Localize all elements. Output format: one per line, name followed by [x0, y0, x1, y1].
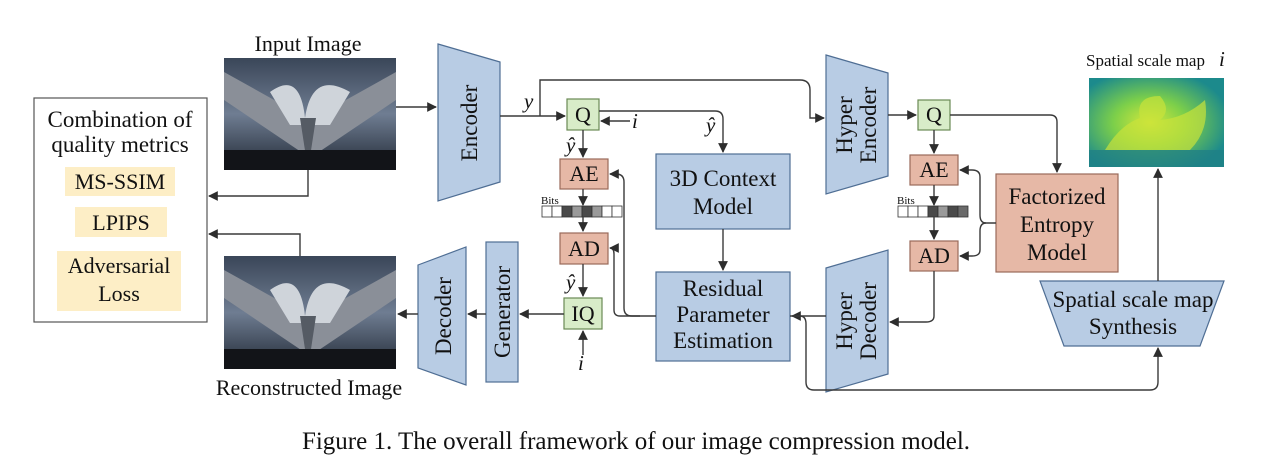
factorized-line3: Model — [1027, 240, 1087, 265]
symbol-i-iq: i — [578, 351, 584, 375]
adversarial-badge — [57, 251, 181, 311]
ae-label-main: AE — [569, 161, 598, 186]
q-block-main — [566, 98, 600, 131]
figure-caption: Figure 1. The overall framework of our i… — [302, 428, 970, 455]
bitstream-hyper — [897, 205, 969, 218]
hyper-encoder-block — [825, 54, 889, 195]
bits-label-hyper: Bits — [897, 195, 915, 207]
spatial-map-symbol: i — [1219, 47, 1225, 71]
hyper-decoder-line1: Hyper — [832, 292, 857, 350]
generator-block — [485, 241, 519, 383]
context-model-line1: 3D Context — [670, 166, 777, 191]
hyper-decoder-block — [825, 249, 889, 393]
residual-line3: Estimation — [673, 328, 773, 353]
encoder-label: Encoder — [457, 84, 482, 161]
encoder-block — [437, 43, 501, 202]
ad-block-hyper — [909, 240, 959, 272]
ae-block-hyper — [909, 154, 959, 186]
ms-ssim-label: MS-SSIM — [75, 169, 165, 194]
connectors — [208, 79, 1163, 391]
factorized-line2: Entropy — [1020, 212, 1095, 237]
synthesis-block — [1039, 280, 1225, 347]
hyper-encoder-line2: Encoder — [856, 86, 881, 163]
ad-label-main: AD — [568, 236, 600, 261]
input-image — [224, 58, 396, 170]
residual-line1: Residual — [683, 276, 764, 301]
context-model-line2: Model — [693, 194, 753, 219]
symbol-i-q: i — [632, 109, 638, 133]
ae-block-main — [559, 158, 609, 190]
reconstructed-image-label: Reconstructed Image — [216, 375, 402, 400]
residual-block — [655, 271, 791, 362]
spatial-map-label: Spatial scale map — [1086, 51, 1205, 70]
synthesis-line1: Spatial scale map — [1053, 287, 1214, 312]
spatial-scale-map-image — [1089, 78, 1224, 167]
symbol-yhat-context: ŷ — [704, 113, 716, 137]
bits-label-main: Bits — [541, 195, 559, 207]
symbol-y: y — [522, 89, 534, 113]
generator-label: Generator — [490, 266, 515, 358]
symbol-yhat-ad: ŷ — [564, 270, 576, 294]
symbol-yhat-ae: ŷ — [564, 133, 576, 157]
adversarial-label: Adversarial — [68, 253, 171, 278]
loss-label: Loss — [98, 281, 140, 306]
hyper-encoder-line1: Hyper — [832, 96, 857, 154]
hyper-decoder-line2: Decoder — [856, 282, 881, 360]
lpips-badge — [75, 207, 167, 237]
decoder-block — [417, 246, 467, 386]
synthesis-line2: Synthesis — [1089, 314, 1177, 339]
ms-ssim-badge — [65, 167, 175, 196]
residual-line2: Parameter — [676, 302, 770, 327]
iq-label: IQ — [571, 301, 594, 326]
factorized-line1: Factorized — [1008, 184, 1106, 209]
ad-block-main — [559, 232, 609, 265]
input-image-label: Input Image — [255, 31, 362, 56]
bitstream-main — [541, 205, 623, 218]
q-label-main: Q — [575, 102, 591, 127]
factorized-entropy-block — [995, 173, 1119, 273]
decoder-label: Decoder — [431, 277, 456, 355]
metrics-title-line1: Combination of — [47, 107, 192, 132]
lpips-label: LPIPS — [92, 210, 149, 235]
ad-label-hyper: AD — [918, 243, 950, 268]
reconstructed-image — [224, 256, 396, 369]
metrics-title-line2: quality metrics — [51, 132, 188, 157]
ae-label-hyper: AE — [919, 157, 948, 182]
q-label-hyper: Q — [926, 102, 942, 127]
